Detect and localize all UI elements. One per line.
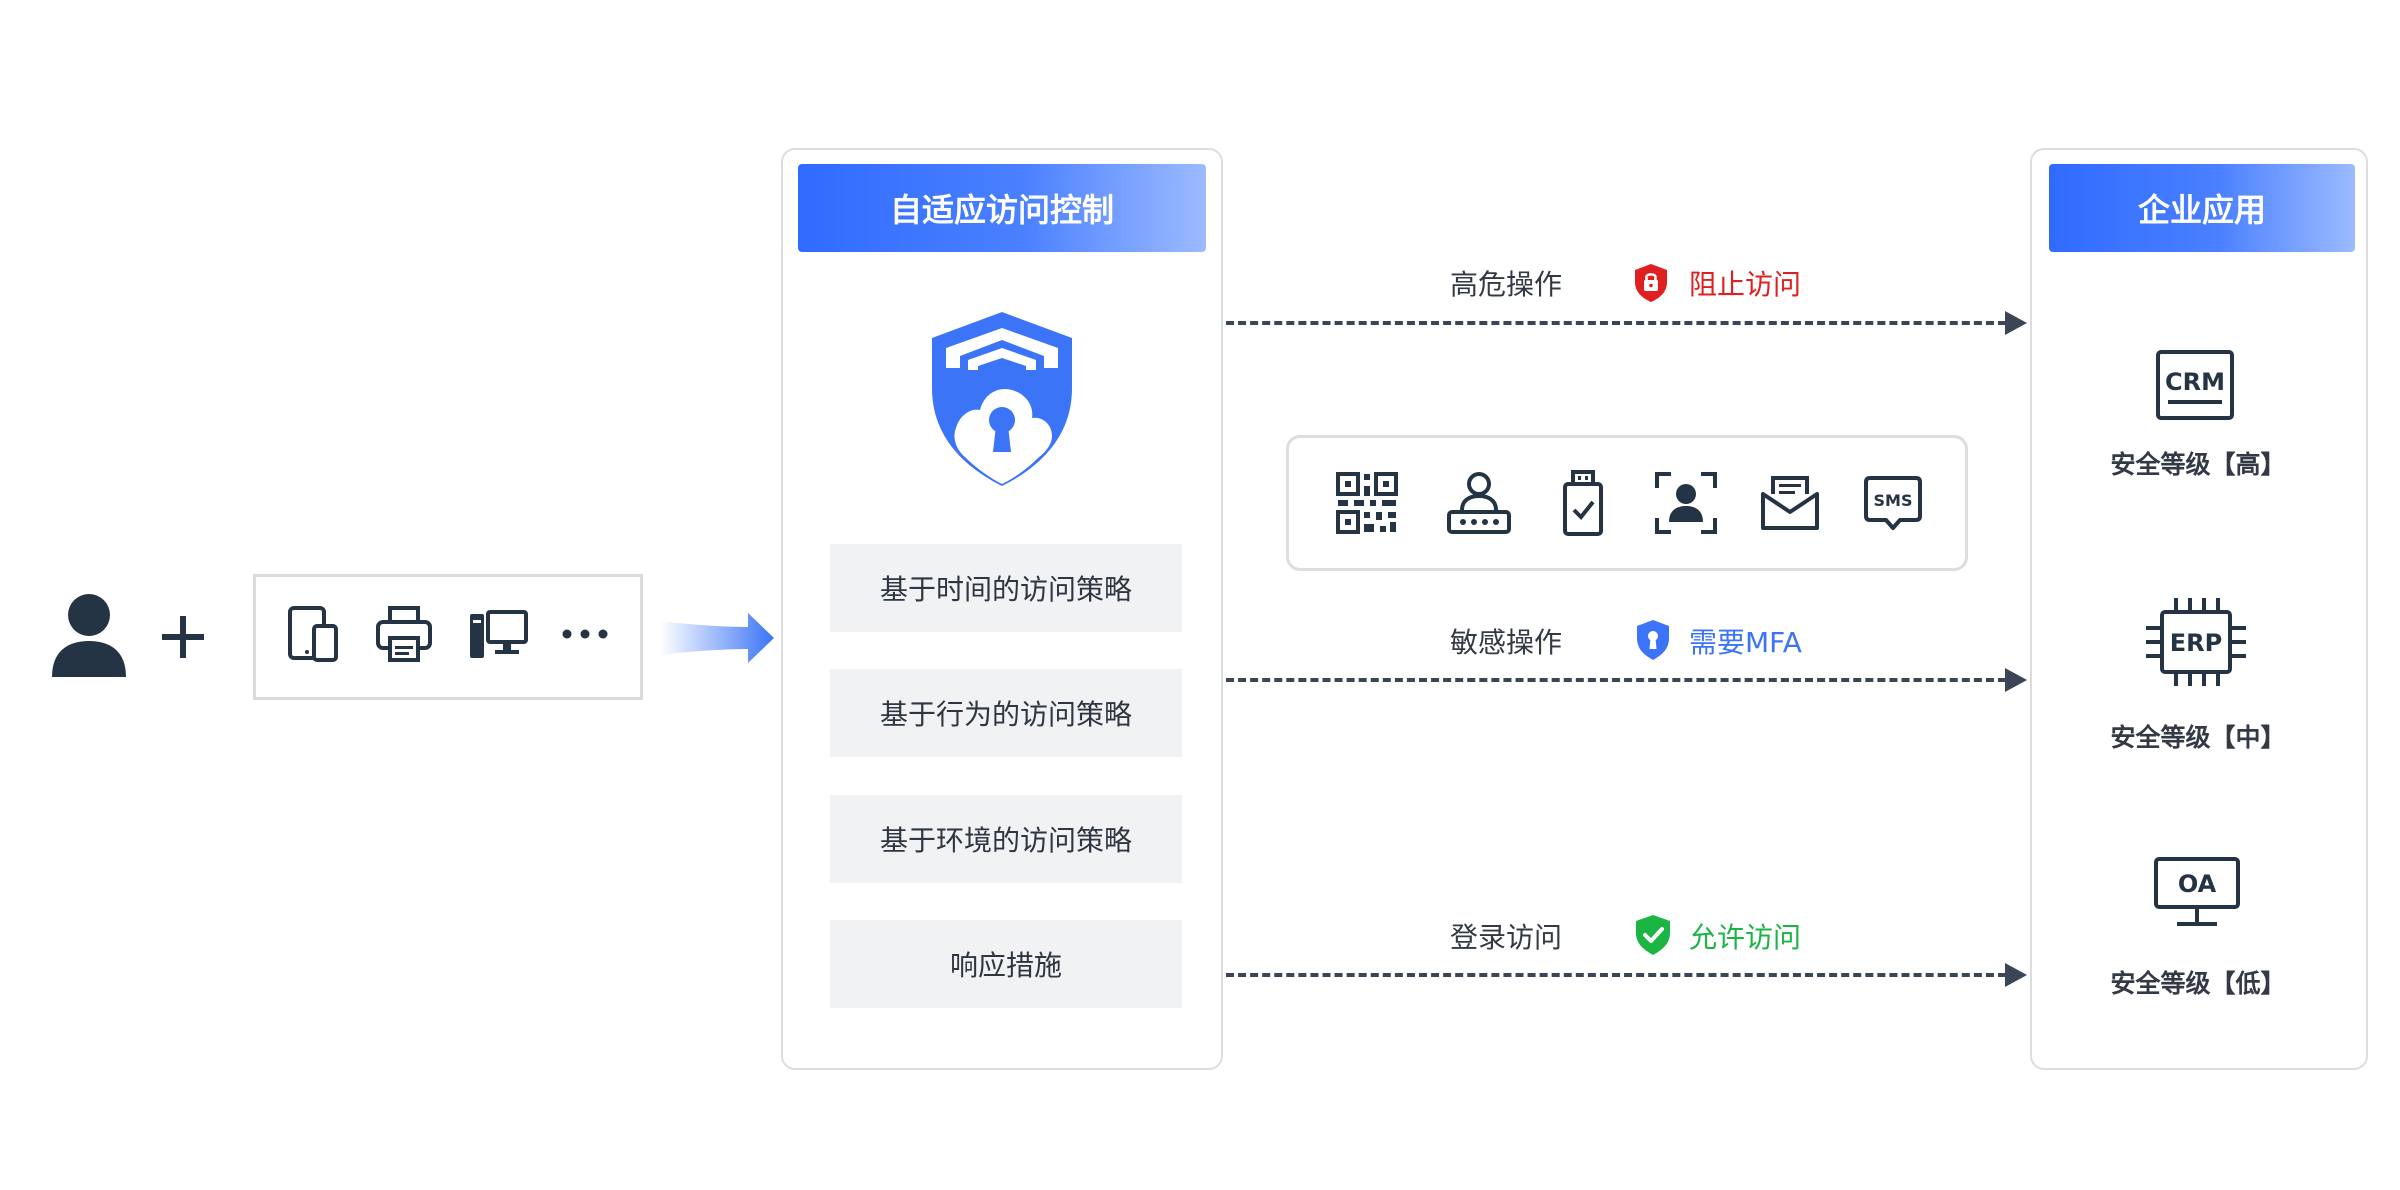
- panel-title: 自适应访问控制: [798, 164, 1206, 252]
- blue-shield-keyhole-icon: [1637, 620, 1669, 660]
- flow-arrow-icon: [660, 613, 774, 663]
- flow-line-login: [1226, 973, 2006, 977]
- flow-line-sensitive: [1226, 678, 2006, 682]
- mfa-methods-box: [1286, 435, 1968, 571]
- flow-result-mfa: 需要MFA: [1689, 626, 1802, 659]
- red-shield-lock-icon: [1635, 264, 1667, 302]
- flow-arrowhead-sensitive: [2005, 668, 2027, 692]
- user-icon: [52, 594, 126, 677]
- tablet-phone-icon: [288, 606, 338, 662]
- user-password-icon: [1447, 472, 1511, 534]
- policy-behavior: 基于行为的访问策略: [830, 669, 1182, 757]
- flow-result-allow: 允许访问: [1689, 921, 1802, 954]
- app-level-crm: 安全等级【高】: [2110, 450, 2286, 479]
- plus-icon: [162, 616, 204, 658]
- face-scan-icon: [1655, 472, 1717, 534]
- crm-icon: CRM: [2156, 350, 2234, 420]
- policy-response: 响应措施: [830, 920, 1182, 1008]
- more-dots-icon: [562, 629, 608, 639]
- sms-icon-text: SMS: [1874, 491, 1913, 510]
- device-group: [253, 574, 643, 700]
- green-shield-check-icon: [1636, 915, 1670, 955]
- flow-arrowhead-login: [2005, 963, 2027, 987]
- flow-operation-sensitive: 敏感操作: [1450, 626, 1563, 659]
- shield-lock-icon: [932, 312, 1072, 486]
- oa-icon-text: OA: [2178, 870, 2217, 898]
- flow-arrowhead-high-risk: [2005, 311, 2027, 335]
- email-icon: [1761, 476, 1819, 530]
- policy-environment: 基于环境的访问策略: [830, 795, 1182, 883]
- flow-line-high-risk: [1226, 321, 2006, 325]
- usb-key-icon: [1563, 470, 1603, 536]
- app-level-oa: 安全等级【低】: [2110, 969, 2286, 998]
- qr-code-icon: [1336, 472, 1398, 534]
- app-level-erp: 安全等级【中】: [2110, 723, 2286, 752]
- erp-chip-icon: ERP: [2146, 598, 2246, 686]
- printer-icon: [376, 606, 432, 662]
- flow-operation-high-risk: 高危操作: [1450, 268, 1563, 301]
- flow-operation-login: 登录访问: [1450, 921, 1563, 954]
- oa-monitor-icon: OA: [2154, 857, 2240, 926]
- policy-time: 基于时间的访问策略: [830, 544, 1182, 632]
- erp-icon-text: ERP: [2170, 629, 2222, 657]
- desktop-computer-icon: [470, 610, 528, 658]
- sms-icon: SMS: [1864, 476, 1922, 530]
- flow-result-block: 阻止访问: [1689, 268, 1802, 301]
- enterprise-panel-title: 企业应用: [2049, 164, 2355, 252]
- crm-icon-text: CRM: [2165, 368, 2225, 396]
